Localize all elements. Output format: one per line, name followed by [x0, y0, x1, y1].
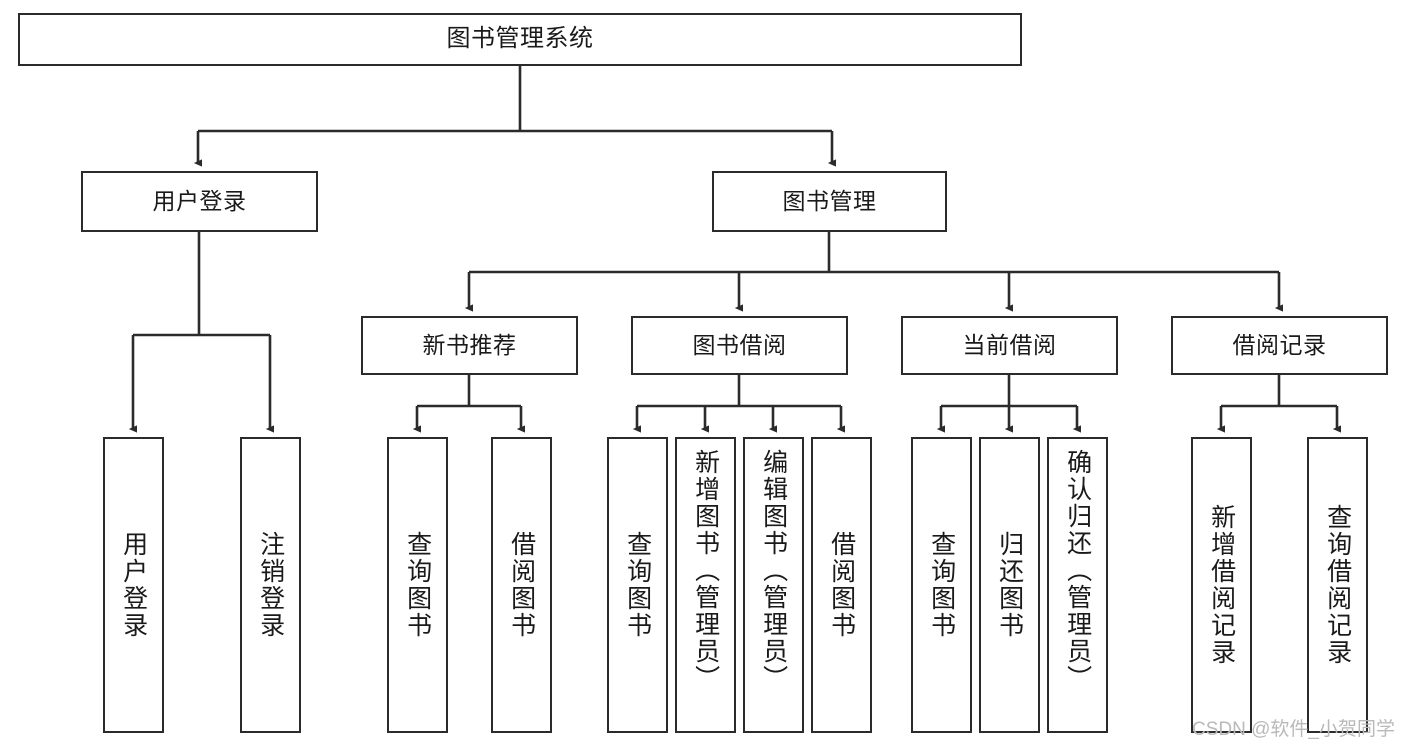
node-label: 用户登录	[119, 531, 148, 639]
node-book-borrow[interactable]: 图书借阅	[631, 316, 848, 375]
node-label: 查询图书	[403, 531, 432, 639]
node-user-login[interactable]: 用户登录	[81, 171, 318, 232]
leaf-query-borrow-record[interactable]: 查询借阅记录	[1307, 437, 1368, 733]
node-book-manage[interactable]: 图书管理	[712, 171, 947, 232]
node-label: 查询借阅记录	[1323, 504, 1352, 666]
leaf-add-borrow-record[interactable]: 新增借阅记录	[1191, 437, 1252, 733]
leaf-add-book[interactable]: 新增图书（管理员）	[675, 437, 736, 733]
node-label: 借阅图书	[507, 531, 536, 639]
node-label: 借阅图书	[827, 531, 856, 639]
leaf-query-book-borrow[interactable]: 查询图书	[607, 437, 668, 733]
node-current-borrow[interactable]: 当前借阅	[901, 316, 1118, 375]
node-label: 新增图书（管理员）	[691, 449, 720, 692]
node-borrow-record[interactable]: 借阅记录	[1171, 316, 1388, 375]
node-label: 图书借阅	[692, 331, 787, 358]
node-label: 图书管理系统	[446, 25, 594, 53]
leaf-borrow-book[interactable]: 借阅图书	[811, 437, 872, 733]
csdn-watermark: CSDN @软件_小贺同学	[1192, 719, 1395, 740]
leaf-query-book-recommend[interactable]: 查询图书	[387, 437, 448, 733]
leaf-return-book[interactable]: 归还图书	[979, 437, 1040, 733]
node-label: 新书推荐	[422, 331, 517, 358]
node-label: 新增借阅记录	[1207, 504, 1236, 666]
node-label: 编辑图书（管理员）	[759, 449, 788, 692]
node-new-book-recommend[interactable]: 新书推荐	[361, 316, 578, 375]
node-label: 查询图书	[927, 531, 956, 639]
leaf-edit-book[interactable]: 编辑图书（管理员）	[743, 437, 804, 733]
leaf-user-login[interactable]: 用户登录	[103, 437, 164, 733]
node-label: 借阅记录	[1232, 331, 1327, 358]
node-label: 用户登录	[152, 187, 247, 214]
leaf-logout-login[interactable]: 注销登录	[240, 437, 301, 733]
leaf-query-book-current[interactable]: 查询图书	[911, 437, 972, 733]
leaf-borrow-book-recommend[interactable]: 借阅图书	[491, 437, 552, 733]
node-label: 当前借阅	[962, 331, 1057, 358]
node-label: 注销登录	[256, 531, 285, 639]
node-label: 归还图书	[995, 531, 1024, 639]
node-label: 确认归还（管理员）	[1063, 449, 1092, 692]
node-root-system[interactable]: 图书管理系统	[18, 13, 1022, 66]
node-label: 图书管理	[782, 187, 877, 214]
node-label: 查询图书	[623, 531, 652, 639]
leaf-confirm-return[interactable]: 确认归还（管理员）	[1047, 437, 1108, 733]
